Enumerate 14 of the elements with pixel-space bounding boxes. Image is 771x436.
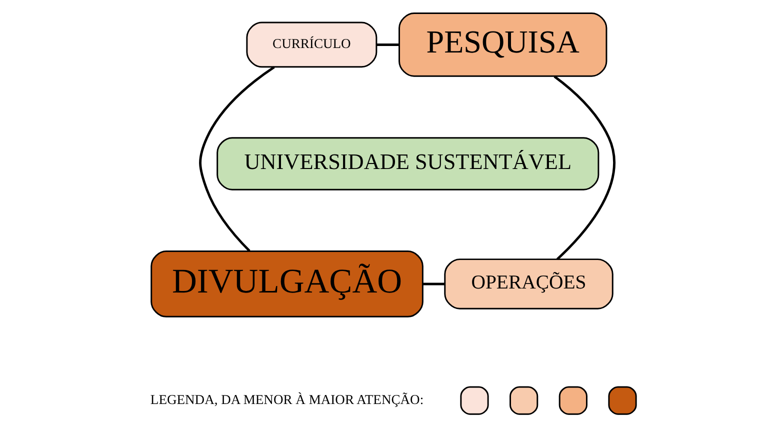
node-box: DIVULGAÇÃO (150, 250, 423, 318)
node-box: UNIVERSIDADE SUSTENTÁVEL (216, 137, 599, 190)
node-box (460, 386, 488, 415)
connector (553, 76, 615, 260)
connector (376, 43, 398, 46)
label: LEGENDA, DA MENOR À MAIOR ATENÇÃO: (150, 392, 424, 407)
node-box: PESQUISA (398, 12, 607, 77)
node-box: CURRÍCULO (246, 22, 377, 68)
connector (198, 66, 274, 252)
node-box: OPERAÇÕES (444, 258, 613, 310)
node-box (558, 386, 587, 415)
node-box (509, 386, 538, 415)
node-box (608, 386, 636, 415)
connector (422, 282, 444, 286)
